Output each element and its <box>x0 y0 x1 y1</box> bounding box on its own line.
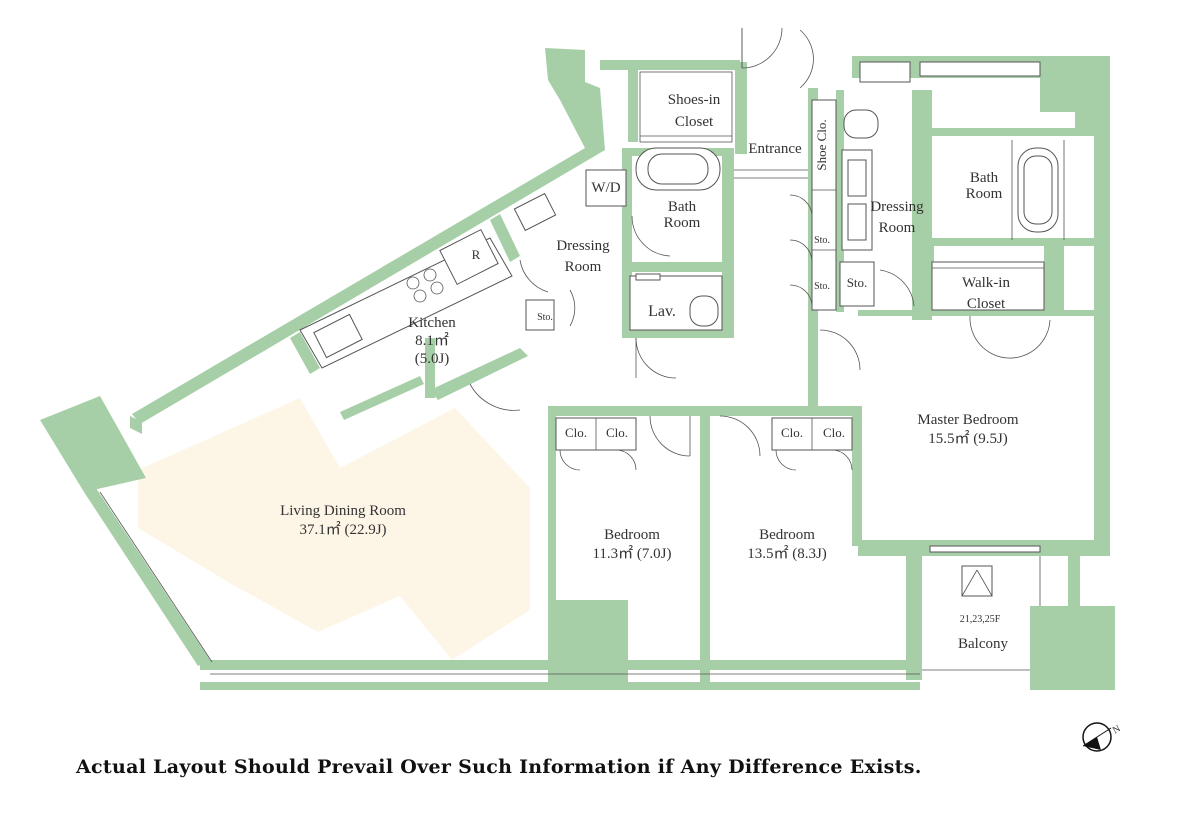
dressing-room-1-label-2: Room <box>565 259 602 275</box>
clo-label-3: Clo. <box>781 425 803 440</box>
kitchen-area-label: 8.1㎡ <box>415 332 449 349</box>
shoe-clo-label: Shoe Clo. <box>814 119 829 170</box>
bath-room-1-label-2: Room <box>664 215 701 231</box>
clo-label-4: Clo. <box>823 425 845 440</box>
walk-in-closet-label-2: Closet <box>967 296 1006 312</box>
shoes-in-closet-label-2: Closet <box>675 114 714 130</box>
shoes-in-closet-label-1: Shoes-in <box>668 92 721 108</box>
lav-label: Lav. <box>648 303 676 320</box>
clo-label-1: Clo. <box>565 425 587 440</box>
kitchen-jo-label: (5.0J) <box>415 351 450 367</box>
compass-north-label: N <box>1111 723 1123 736</box>
disclaimer-text: Actual Layout Should Prevail Over Such I… <box>76 756 922 778</box>
dressing-room-2-label-1: Dressing <box>870 199 924 215</box>
r-label: R <box>472 247 481 262</box>
dressing-room-2-label-2: Room <box>879 220 916 236</box>
bedroom-2-area-label: 13.5㎡ (8.3J) <box>747 545 827 562</box>
walls <box>40 48 1115 690</box>
master-bedroom-label: Master Bedroom <box>917 412 1019 428</box>
kitchen-label: Kitchen <box>408 315 456 331</box>
sto-small-label: Sto. <box>537 312 553 323</box>
wd-label: W/D <box>591 180 620 196</box>
dressing-room-1-label-1: Dressing <box>556 238 610 254</box>
interior-lines <box>99 61 1065 675</box>
sto-2-label: Sto. <box>814 281 830 292</box>
living-dining-label: Living Dining Room <box>280 503 406 519</box>
sto-3-label: Sto. <box>847 275 868 290</box>
living-dining-area-label: 37.1㎡ (22.9J) <box>299 521 386 538</box>
bedroom-1-label: Bedroom <box>604 527 660 543</box>
balcony-floors-label: 21,23,25F <box>960 614 1001 625</box>
doors <box>469 27 1051 471</box>
bedroom-2-label: Bedroom <box>759 527 815 543</box>
compass-icon: N <box>1082 722 1123 752</box>
master-bedroom-area-label: 15.5㎡ (9.5J) <box>928 430 1008 447</box>
walk-in-closet-label-1: Walk-in <box>962 275 1010 291</box>
bedroom-1-area-label: 11.3㎡ (7.0J) <box>592 545 671 562</box>
bath-room-2-label-1: Bath <box>970 170 999 186</box>
clo-label-2: Clo. <box>606 425 628 440</box>
sto-1-label: Sto. <box>814 235 830 246</box>
living-dining-highlight <box>138 398 530 660</box>
entrance-label: Entrance <box>748 141 802 157</box>
bath-room-1-label-1: Bath <box>668 199 697 215</box>
balcony-label: Balcony <box>958 636 1008 652</box>
bath-room-2-label-2: Room <box>966 186 1003 202</box>
